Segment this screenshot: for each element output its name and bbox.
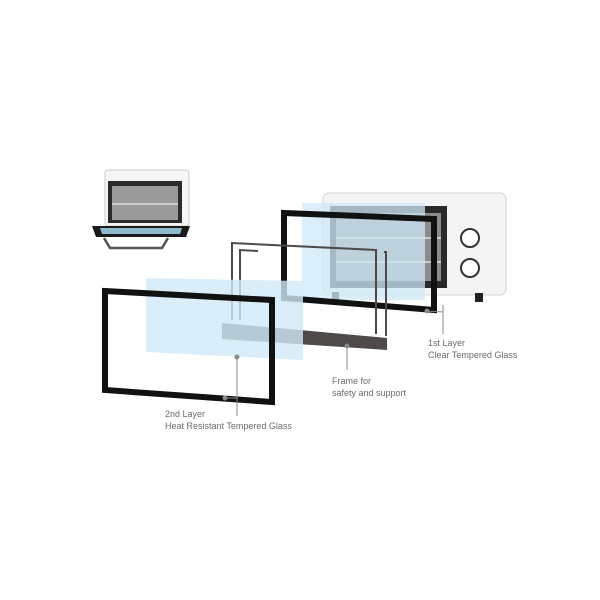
leader-lines <box>222 305 444 416</box>
first-layer-title: 1st Layer <box>428 338 466 348</box>
second-layer-title: 2nd Layer <box>165 409 206 419</box>
small-oven-open-door <box>92 169 190 250</box>
second-layer-glass <box>102 278 303 406</box>
frame-title: Frame for <box>332 376 372 386</box>
frame-label: Frame for safety and support <box>332 376 406 399</box>
second-layer-label: 2nd Layer Heat Resistant Tempered Glass <box>165 409 292 432</box>
first-layer-label: 1st Layer Clear Tempered Glass <box>428 338 517 361</box>
frame-desc: safety and support <box>332 387 407 398</box>
first-layer-glass <box>281 203 437 314</box>
first-layer-desc: Clear Tempered Glass <box>428 349 518 360</box>
second-layer-desc: Heat Resistant Tempered Glass <box>165 420 292 431</box>
